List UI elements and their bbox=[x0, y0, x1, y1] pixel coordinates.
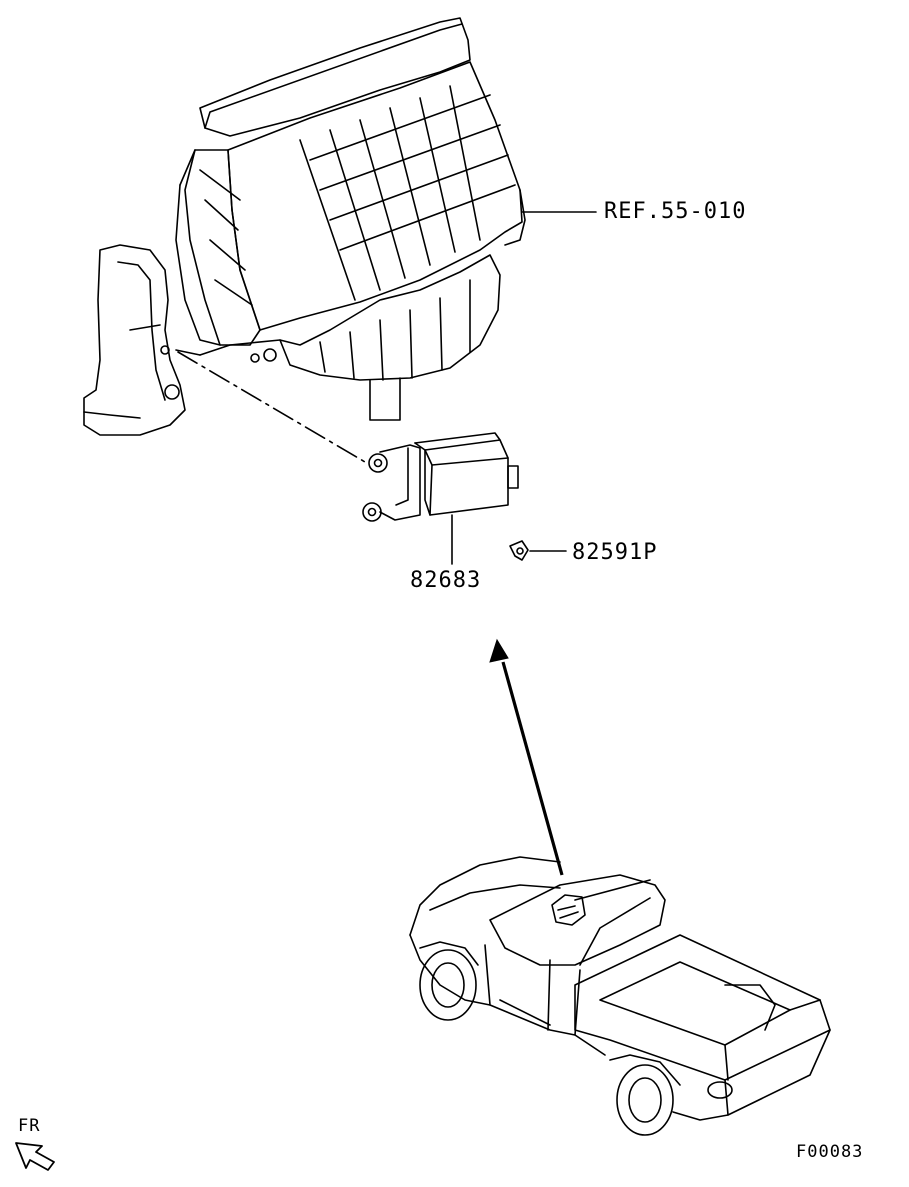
ref-assembly-label: REF.55-010 bbox=[604, 199, 747, 224]
hvac-unit-drawing bbox=[83, 17, 526, 436]
location-arrow bbox=[489, 638, 564, 876]
clip-part-number: 82591P bbox=[572, 540, 658, 565]
clip-82591P-drawing bbox=[509, 540, 567, 561]
install-centerline bbox=[177, 351, 366, 463]
module-part-number: 82683 bbox=[410, 568, 482, 593]
figure-id: F00083 bbox=[796, 1142, 864, 1162]
module-82683-drawing bbox=[362, 432, 519, 565]
vehicle-drawing bbox=[409, 856, 831, 1136]
front-direction-label: FR bbox=[18, 1116, 41, 1136]
front-direction-arrow-icon bbox=[15, 1142, 55, 1171]
